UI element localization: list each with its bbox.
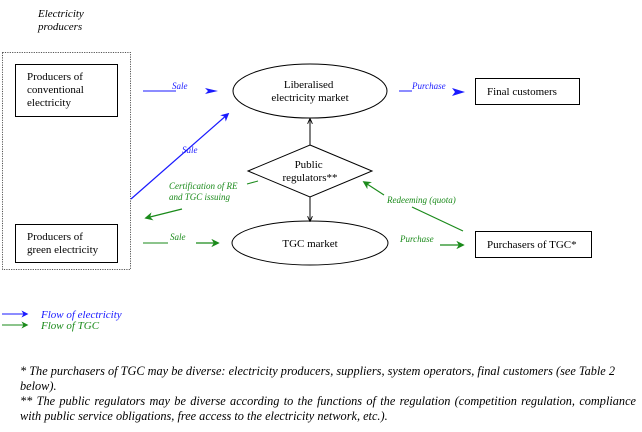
node-text: Purchasers of TGC* [487, 239, 577, 251]
purchase-tgc-edge: Purchase [399, 234, 465, 250]
node-text: conventional [27, 84, 84, 96]
edge-label: Purchase [399, 234, 434, 244]
node-text: green electricity [27, 244, 99, 256]
sale-green-tgc-edge: Sale [143, 232, 220, 248]
edge-label: Redeeming (quota) [386, 195, 456, 205]
green-producers-node: Producers of green electricity [15, 224, 118, 263]
electricity-tgc-flow-diagram: Electricity producers Producers of conve… [2, 8, 592, 332]
conventional-producers-node: Producers of conventional electricity [15, 64, 118, 117]
svg-text:Certification of RE and: Certification of RE and TGC issuing [169, 181, 240, 202]
legend-item-electricity: Flow of electricity [2, 309, 122, 321]
edge-label: and TGC issuing [169, 192, 231, 202]
node-text: Liberalised [284, 79, 334, 91]
node-text: regulators** [283, 172, 338, 184]
svg-text:Liberalised electricity: Liberalised electricity market [271, 79, 348, 104]
footnote-purchasers: * The purchasers of TGC may be diverse: … [20, 364, 615, 393]
edge-label: Sale [182, 145, 198, 155]
node-text: Producers of [27, 231, 83, 243]
certification-edge: Certification of RE and TGC issuing [144, 180, 259, 221]
node-text: Producers of [27, 71, 83, 83]
node-text: electricity [27, 97, 71, 109]
sale-green-electricity-edge: Sale [130, 112, 230, 200]
producers-group-box [2, 52, 131, 270]
legend-label: Flow of electricity [40, 309, 122, 321]
heading-line-2: producers [37, 21, 82, 33]
heading-line-1: Electricity [37, 8, 84, 20]
node-text: Final customers [487, 86, 557, 98]
node-text: TGC market [282, 238, 337, 250]
svg-text:Public regulators**: Public regulators** [283, 159, 338, 184]
svg-text:Producers of conventiona: Producers of conventional electricity [27, 71, 87, 109]
edge-label: Purchase [411, 81, 446, 91]
producers-group-heading: Electricity producers [37, 8, 87, 33]
public-regulators-node: Public regulators** [246, 144, 374, 198]
svg-text:Producers of green elect: Producers of green electricity [27, 231, 99, 256]
node-text: Public [295, 159, 323, 171]
final-customers-node: Final customers [475, 78, 580, 105]
edge-label: Sale [170, 232, 186, 242]
redeeming-edge: Redeeming (quota) [362, 181, 464, 232]
sale-conventional-edge: Sale [143, 81, 218, 94]
legend-item-tgc: Flow of TGC [2, 320, 100, 332]
footnote-regulators: ** The public regulators may be diverse … [20, 394, 636, 423]
tgc-purchasers-node: Purchasers of TGC* [475, 231, 592, 258]
edge-label: Certification of RE [169, 181, 238, 191]
purchase-final-edge: Purchase [399, 81, 465, 96]
legend: Flow of electricity Flow of TGC [2, 309, 122, 332]
legend-label: Flow of TGC [40, 320, 100, 332]
liberalised-market-node: Liberalised electricity market [232, 63, 388, 119]
tgc-market-node: TGC market [231, 220, 389, 266]
node-text: electricity market [271, 92, 348, 104]
edge-label: Sale [172, 81, 188, 91]
footnotes: * The purchasers of TGC may be diverse: … [20, 364, 636, 424]
